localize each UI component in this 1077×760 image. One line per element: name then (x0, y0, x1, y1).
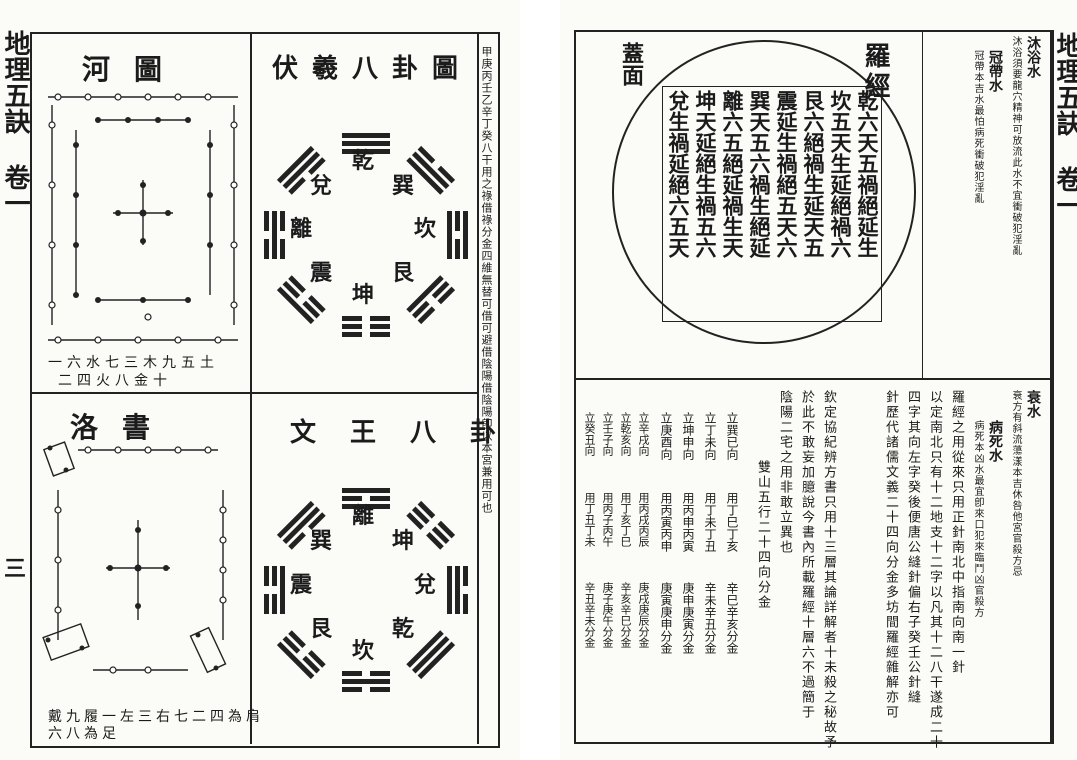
hetu-diagram (48, 93, 238, 344)
text-line: 欽定協紀辨方書只用十三層其論詳解者十未殺之秘故予 (821, 390, 836, 750)
luojing-column: 巽天五六禍生絕延 (747, 90, 772, 258)
water-note-label: 病死水 (987, 420, 1003, 462)
text-line: 羅經之用從來只用正針南北中指南向南一針 (949, 390, 964, 675)
luojing-label-top: 蓋面 (618, 42, 644, 86)
luojing-column: 兌生禍延絕六五天 (666, 90, 691, 258)
side-note: 甲庚丙壬乙辛丁癸八干用之祿借祿分金四維無替可借可避借陰陽借陰陽卽以本宮兼用可也 (480, 46, 493, 514)
luojing-grid (662, 86, 882, 322)
book-gutter (520, 0, 560, 760)
luojing-column: 離六五絕延禍生天 (720, 90, 745, 258)
table-col-top: 用丙寅丙申 (659, 492, 673, 552)
luoshu-caption-top: 戴九履一左三右七二四為肩 (48, 709, 264, 725)
water-note-label: 冠帶水 (987, 50, 1003, 92)
text-line: 於此不敢妄加臆說今書內所載羅經十層六不過簡于 (799, 390, 814, 720)
luojing-column: 乾六天五禍絕延生 (855, 90, 880, 258)
table-col-top: 用丙戌丙辰 (637, 492, 650, 547)
water-note-label: 衰水 (1025, 390, 1041, 418)
table-col-bottom: 庚子庚午分金 (601, 582, 614, 648)
fuxi-trigram-ring (264, 133, 468, 337)
text-line: 陰陽二宅之用非敢立異也 (777, 390, 792, 555)
left-frame (30, 32, 500, 748)
left-spine-title: 地理五訣 卷一 (0, 30, 30, 216)
side-note-divider (477, 34, 479, 744)
fuxi-trigram-1: 乾 (352, 148, 375, 174)
hetu-title: 河圖 (82, 53, 187, 86)
fenjin-table: 立巽已向 用丁巳丁亥 辛巳辛亥分金 立丁未向 用丁未丁丑 辛未辛丑分金 立坤申向… (576, 412, 746, 692)
hetu-caption-bottom: 二四火八金十 (58, 373, 172, 389)
wenwang-trigram-5: 坎 (352, 638, 375, 664)
table-col-top: 用丁巳丁亥 (725, 492, 739, 552)
water-note-text: 冠帶本吉水最怕病死衝破犯淫亂 (972, 50, 983, 204)
fuxi-trigram-3: 離 (290, 216, 313, 242)
wenwang-trigram-7: 震 (290, 572, 313, 598)
table-col-bottom: 辛未辛丑分金 (703, 582, 717, 654)
wenwang-trigram-4: 乾 (392, 616, 415, 642)
table-col-top: 用丁丑丁未 (583, 492, 596, 547)
wenwang-trigram-8: 巽 (310, 528, 333, 554)
page-number: 三 (4, 556, 27, 582)
right-frame (574, 30, 1054, 744)
table-col-head: 立壬子向 (601, 412, 614, 456)
left-page: 地理五訣 卷一 三 甲庚丙壬乙辛丁癸八干用之祿借祿分金四維無替可借可避借陰陽借陰… (0, 0, 520, 760)
fuxi-trigram-6: 艮 (392, 260, 415, 286)
table-col-bottom: 辛巳辛亥分金 (725, 582, 739, 654)
table-col-head: 立癸丑向 (583, 412, 596, 456)
water-note-text: 病死本凶水最宜卽來口犯來臨鬥凶官殺方 (972, 420, 983, 618)
table-col-bottom: 辛亥辛巳分金 (619, 582, 632, 648)
luojing-column: 坤天延絕生禍五六 (693, 90, 718, 258)
text-line: 四字其向左字癸後便唐公縫針偏右子癸壬公針縫 (905, 390, 920, 705)
hetu-caption-top: 一六水七三木九五土 (48, 355, 219, 371)
notes-divider (922, 32, 923, 378)
table-col-head: 立庚酉向 (659, 412, 673, 460)
table-col-bottom: 庚申庚寅分金 (681, 582, 695, 654)
table-col-top: 用丙子丙午 (601, 492, 614, 547)
wenwang-trigram-1: 離 (352, 503, 375, 529)
fuxi-title: 伏羲八卦圖 (272, 54, 473, 84)
wenwang-trigram-2: 坤 (392, 528, 415, 554)
fuxi-trigram-8: 巽 (392, 173, 415, 199)
text-line: 以定南北只有十二地支十二字以凡其十二八干遂成二十 (927, 390, 942, 750)
luoshu-caption-bottom: 六八為足 (48, 726, 120, 742)
table-col-head: 立乾亥向 (619, 412, 632, 456)
luojing-title: 羅經 (860, 42, 890, 102)
table-col-head: 立丁未向 (703, 412, 717, 460)
left-vertical-divider (250, 34, 252, 744)
table-col-head: 立辛戌向 (637, 412, 650, 456)
fuxi-trigram-4: 震 (310, 260, 333, 286)
wenwang-title: 文王八卦 (290, 418, 531, 448)
wenwang-trigram-ring (264, 488, 468, 692)
right-spine-title: 地理五訣 卷一 (1052, 32, 1077, 218)
water-note-text: 衰方有斜流蕩漾本吉休咎他宮官殺方忌 (1010, 390, 1021, 577)
right-page: 地理五訣 卷一 蓋面 羅經 乾六天五禍絕延生 坎五天生延絕禍六 艮六絕禍生延天五… (560, 0, 1077, 760)
luojing-column: 坎五天生延絕禍六 (828, 90, 853, 258)
luoshu-title: 洛書 (70, 411, 175, 444)
text-line: 針歷代諸儒文義二十四向分金多坊間羅經雜解亦可 (883, 390, 898, 720)
left-horizontal-divider (32, 392, 477, 394)
fuxi-trigram-5: 坤 (352, 282, 375, 308)
table-col-bottom: 辛丑辛未分金 (583, 582, 596, 648)
fuxi-trigram-7: 坎 (414, 216, 437, 242)
luojing-column: 震延生禍絕五天六 (774, 90, 799, 258)
table-col-top: 用丁亥丁巳 (619, 492, 632, 547)
right-spine-divider (1050, 30, 1052, 742)
table-col-head: 立巽已向 (725, 412, 739, 460)
wenwang-trigram-3: 兌 (414, 572, 437, 598)
table-heading: 雙山五行二十四向分金 (755, 460, 770, 610)
table-col-bottom: 庚戌庚辰分金 (637, 582, 650, 648)
right-horizontal-divider (576, 378, 1052, 380)
table-col-top: 用丙申丙寅 (681, 492, 695, 552)
fuxi-trigram-2: 兌 (310, 173, 333, 199)
luoshu-diagram (42, 441, 227, 674)
water-note-label: 沐浴水 (1025, 36, 1041, 78)
water-note-text: 沐浴須要龍穴精神可放流此水不宜衝破犯淫亂 (1010, 36, 1021, 256)
table-col-bottom: 庚寅庚申分金 (659, 582, 673, 654)
luojing-column: 艮六絕禍生延天五 (801, 90, 826, 258)
luojing-circle (612, 40, 916, 344)
table-col-top: 用丁未丁丑 (703, 492, 717, 552)
wenwang-trigram-6: 艮 (310, 616, 333, 642)
table-col-head: 立坤申向 (681, 412, 695, 460)
